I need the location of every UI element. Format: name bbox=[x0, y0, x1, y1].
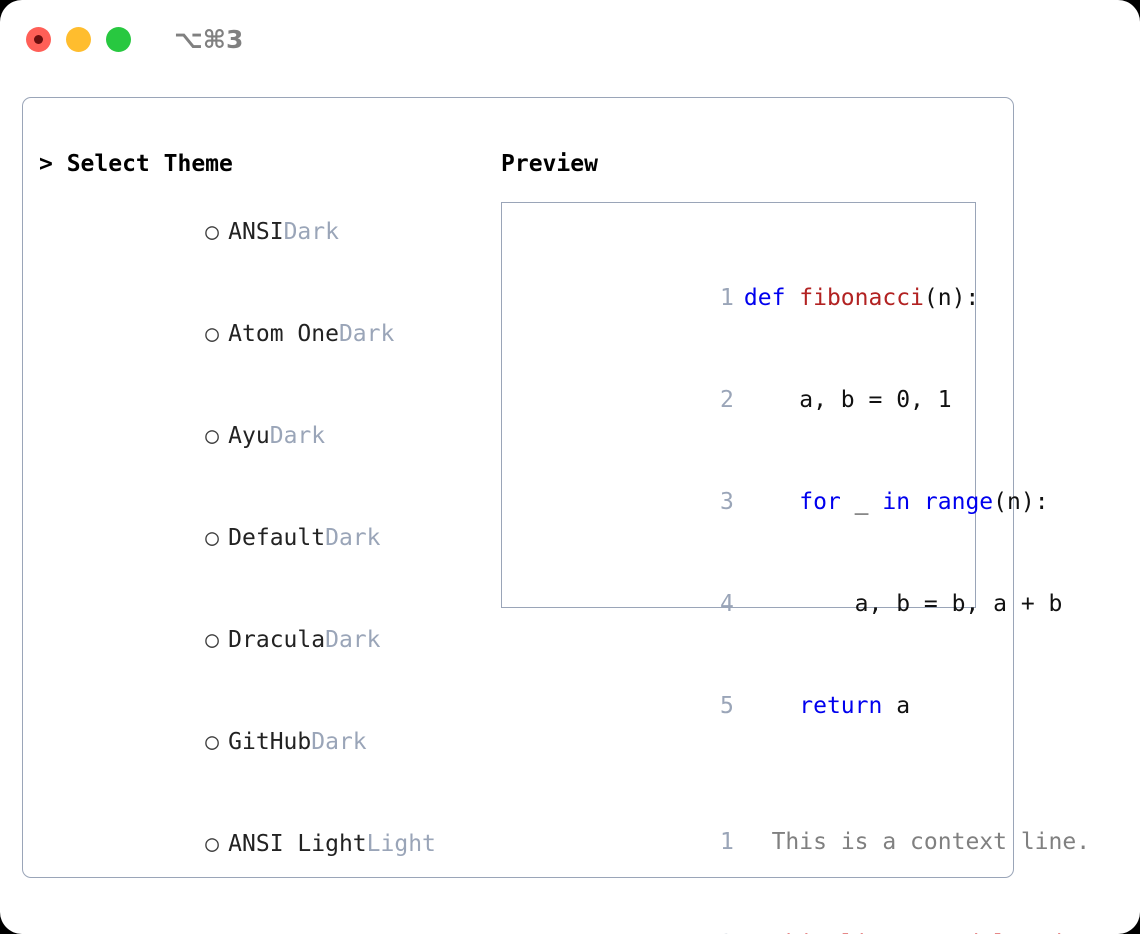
code-line: 2 a, b = 0, 1 bbox=[516, 349, 969, 451]
radio-icon: ○ bbox=[205, 321, 220, 347]
code-line: 3 for _ in range(n): bbox=[516, 451, 1049, 553]
theme-list-pane: > Select Theme ○ANSIDark ○Atom OneDark ○… bbox=[39, 147, 499, 934]
theme-name: ANSI Light bbox=[228, 831, 367, 857]
theme-list-item[interactable]: ○ AyuDark bbox=[39, 385, 499, 487]
theme-variant-badge: Dark bbox=[338, 321, 395, 347]
diff-marker: - bbox=[744, 931, 772, 934]
theme-list-item[interactable]: ○ Atom OneDark bbox=[39, 283, 499, 385]
preview-header: Preview bbox=[501, 151, 598, 177]
theme-name: Ayu bbox=[228, 423, 270, 449]
theme-name: GitHub bbox=[228, 729, 312, 755]
radio-icon: ○ bbox=[205, 929, 228, 934]
theme-picker-dialog: > Select Theme ○ANSIDark ○Atom OneDark ○… bbox=[22, 97, 1090, 934]
code-token-plain: (n): bbox=[923, 285, 980, 311]
line-number: 3 bbox=[720, 489, 734, 515]
select-theme-header: > Select Theme bbox=[39, 151, 233, 177]
minimize-button[interactable] bbox=[66, 26, 91, 52]
code-token-builtin: range bbox=[923, 489, 994, 515]
code-token-keyword: def bbox=[743, 285, 800, 311]
theme-list-item[interactable]: ○ ANSI LightLight bbox=[39, 793, 499, 895]
line-number: 2 bbox=[710, 927, 734, 934]
radio-icon: ○ bbox=[205, 729, 220, 755]
code-token-keyword: return bbox=[799, 693, 883, 719]
theme-variant-badge: Dark bbox=[269, 423, 326, 449]
keyboard-shortcut-label: ⌥⌘3 bbox=[174, 24, 244, 54]
theme-list-item[interactable]: ○ GitHubDark bbox=[39, 691, 499, 793]
line-number: 2 bbox=[720, 387, 734, 413]
radio-icon: ○ bbox=[205, 423, 220, 449]
diff-text: This is a context line. bbox=[771, 829, 1091, 855]
diff-line-deleted: 2 - This line was deleted. bbox=[516, 893, 1076, 934]
code-token-keyword: in bbox=[882, 489, 911, 515]
code-token-plain bbox=[910, 489, 924, 515]
code-token-plain: _ bbox=[840, 489, 883, 515]
diff-text: This line was deleted. bbox=[772, 931, 1077, 934]
code-token-plain: a, b = 0, 1 bbox=[743, 387, 952, 413]
theme-name: Default bbox=[228, 525, 326, 551]
diff-line-context: 1 This is a context line. bbox=[516, 791, 1090, 893]
window-controls bbox=[26, 26, 131, 52]
code-token-plain bbox=[744, 693, 799, 719]
line-number: 1 bbox=[720, 285, 734, 311]
theme-name: ANSI bbox=[228, 219, 284, 245]
theme-variant-badge: Dark bbox=[325, 627, 381, 653]
code-token-plain: (n): bbox=[993, 489, 1049, 515]
radio-icon: ○ bbox=[205, 831, 220, 857]
code-line: 4 a, b = b, a + b bbox=[516, 553, 1062, 655]
line-number: 4 bbox=[720, 591, 734, 617]
code-token-plain: a, b = b, a + b bbox=[743, 591, 1063, 617]
theme-variant-badge: Dark bbox=[311, 729, 367, 755]
line-number: 1 bbox=[720, 829, 734, 855]
record-indicator-icon bbox=[34, 34, 43, 44]
diff-marker bbox=[744, 829, 772, 855]
close-button[interactable] bbox=[26, 26, 51, 52]
theme-list-item[interactable]: ○ DefaultDark bbox=[39, 487, 499, 589]
radio-icon: ○ bbox=[205, 627, 220, 653]
code-token-plain: a bbox=[882, 693, 911, 719]
line-number: 5 bbox=[720, 693, 734, 719]
title-bar: ⌥⌘3 bbox=[0, 0, 1140, 78]
maximize-button[interactable] bbox=[106, 26, 131, 52]
theme-list-item[interactable]: ○ ANSIDark bbox=[39, 181, 499, 283]
code-line: 1 def fibonacci(n): bbox=[516, 247, 979, 349]
radio-icon: ○ bbox=[205, 525, 220, 551]
theme-variant-badge: Dark bbox=[325, 525, 381, 551]
theme-list-item[interactable]: ○ DraculaDark bbox=[39, 589, 499, 691]
theme-variant-badge: Light bbox=[366, 831, 436, 857]
code-token-function: fibonacci bbox=[799, 285, 924, 311]
theme-name: Atom One bbox=[228, 321, 339, 347]
code-token-plain bbox=[744, 489, 799, 515]
code-diff-spacer bbox=[516, 757, 969, 791]
code-line: 5 return a bbox=[516, 655, 969, 757]
theme-list: ○ANSIDark ○Atom OneDark ○AyuDark ○Defaul… bbox=[39, 181, 499, 934]
theme-variant-badge: Dark bbox=[283, 219, 339, 245]
radio-icon: ○ bbox=[205, 219, 220, 245]
code-token-keyword: for bbox=[799, 489, 841, 515]
theme-list-item[interactable]: ○Ayu LightLight bbox=[39, 895, 499, 934]
theme-name: Dracula bbox=[228, 627, 326, 653]
